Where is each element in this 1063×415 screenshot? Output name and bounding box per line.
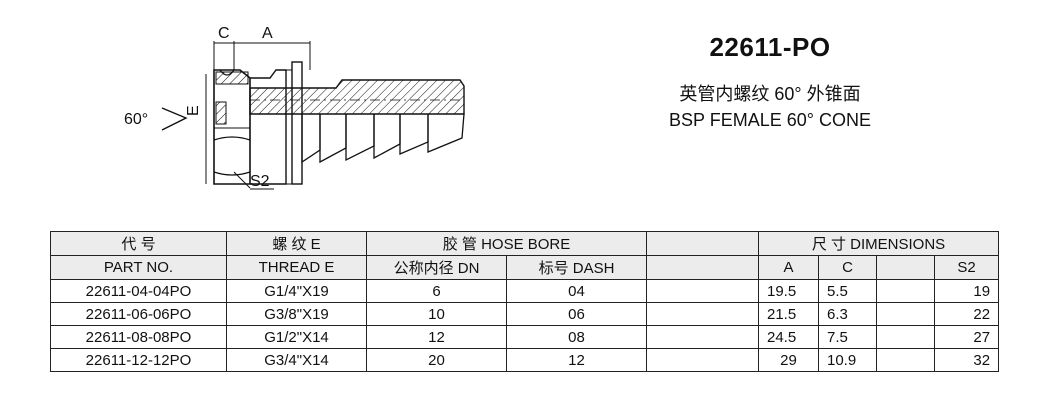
cell-dash: 04	[506, 279, 647, 303]
cell-blank	[646, 348, 759, 372]
header-part: 代 号	[50, 231, 227, 256]
cell-s2: 32	[933, 348, 1000, 372]
barb-5	[399, 114, 429, 155]
cell-dn: 20	[366, 348, 507, 372]
table-row: 22611-12-12PO G3/4"X14 20 12 29 10.9 32	[50, 348, 1000, 372]
dim-s2-label: S2	[250, 173, 270, 190]
cell-a: 19.5	[758, 279, 819, 303]
cell-dn: 12	[366, 325, 507, 349]
technical-drawing: C A E 60° S	[110, 8, 490, 198]
cell-a: 21.5	[758, 302, 819, 326]
hex-arc-1	[213, 136, 251, 141]
header-a: A	[758, 255, 819, 280]
cell-part: 22611-04-04PO	[50, 279, 227, 303]
barb-1	[301, 114, 321, 164]
barb-6	[427, 113, 465, 153]
cell-blank	[646, 302, 759, 326]
barb-4	[373, 114, 401, 160]
cell-dn: 6	[366, 279, 507, 303]
cell-a: 24.5	[758, 325, 819, 349]
header-blank	[646, 231, 759, 256]
ferrule-outline	[250, 69, 287, 185]
s2-leader	[233, 171, 251, 189]
table-header-row-2: PART NO. THREAD E 公称内径 DN 标号 DASH A C S2	[50, 255, 1000, 280]
angle-label: 60°	[124, 111, 148, 128]
title-block: 22611-PO 英管内螺纹 60° 外锥面 BSP FEMALE 60° CO…	[640, 32, 900, 133]
collar-gap	[285, 69, 293, 185]
header-blank-2	[646, 255, 759, 280]
subtitle-cn: 英管内螺纹 60° 外锥面	[679, 84, 861, 104]
tail-section	[249, 79, 465, 115]
cell-s2: 22	[933, 302, 1000, 326]
cell-c: 7.5	[818, 325, 877, 349]
cell-c: 10.9	[818, 348, 877, 372]
cell-blank	[646, 325, 759, 349]
cell-part: 22611-08-08PO	[50, 325, 227, 349]
cell-dash: 08	[506, 325, 647, 349]
hex-nut-outline	[213, 69, 251, 185]
header-dn: 公称内径 DN	[366, 255, 507, 280]
cell-thread: G3/8"X19	[226, 302, 367, 326]
nut-section-mid	[215, 101, 227, 125]
table-row: 22611-06-06PO G3/8"X19 10 06 21.5 6.3 22	[50, 302, 1000, 326]
cell-a: 29	[758, 348, 819, 372]
dim-e-label: E	[185, 105, 202, 116]
dim-a-label: A	[262, 25, 273, 42]
header-hose-bore: 胶 管 HOSE BORE	[366, 231, 647, 256]
cell-thread: G1/4"X19	[226, 279, 367, 303]
header-dash: 标号 DASH	[506, 255, 647, 280]
cell-part: 22611-06-06PO	[50, 302, 227, 326]
cell-blank-2	[876, 325, 935, 349]
header-blank-3	[876, 255, 935, 280]
cell-dash: 12	[506, 348, 647, 372]
cell-part: 22611-12-12PO	[50, 348, 227, 372]
cell-thread: G1/2"X14	[226, 325, 367, 349]
table-header-row-1: 代 号 螺 纹 E 胶 管 HOSE BORE 尺 寸 DIMENSIONS	[50, 231, 1000, 256]
subtitle-en: BSP FEMALE 60° CONE	[669, 110, 871, 130]
nut-section-top	[215, 71, 249, 85]
table-row: 22611-08-08PO G1/2"X14 12 08 24.5 7.5 27	[50, 325, 1000, 349]
hex-arc-2	[213, 171, 251, 176]
part-title: 22611-PO	[709, 32, 831, 62]
cell-blank-2	[876, 279, 935, 303]
table-row: 22611-04-04PO G1/4"X19 6 04 19.5 5.5 19	[50, 279, 1000, 303]
cell-blank	[646, 279, 759, 303]
header-thread-e: THREAD E	[226, 255, 367, 280]
header-thread: 螺 纹 E	[226, 231, 367, 256]
header-dimensions: 尺 寸 DIMENSIONS	[757, 231, 1000, 256]
cell-thread: G3/4"X14	[226, 348, 367, 372]
cell-blank-2	[876, 302, 935, 326]
cell-dash: 06	[506, 302, 647, 326]
barb-3	[345, 114, 375, 162]
cell-dn: 10	[366, 302, 507, 326]
cell-s2: 19	[933, 279, 1000, 303]
header-s2: S2	[933, 255, 1000, 280]
header-part-no: PART NO.	[50, 255, 227, 280]
header-c: C	[818, 255, 877, 280]
dim-c-label: C	[218, 25, 230, 42]
fitting-drawing-svg: C A E 60° S	[124, 25, 465, 190]
cell-c: 5.5	[818, 279, 877, 303]
cell-blank-2	[876, 348, 935, 372]
spec-table: 代 号 螺 纹 E 胶 管 HOSE BORE 尺 寸 DIMENSIONS P…	[50, 231, 1000, 372]
collar-ring	[291, 61, 303, 185]
cone-angle-symbol	[161, 107, 188, 131]
cell-c: 6.3	[818, 302, 877, 326]
cell-s2: 27	[933, 325, 1000, 349]
barb-2	[319, 114, 347, 164]
